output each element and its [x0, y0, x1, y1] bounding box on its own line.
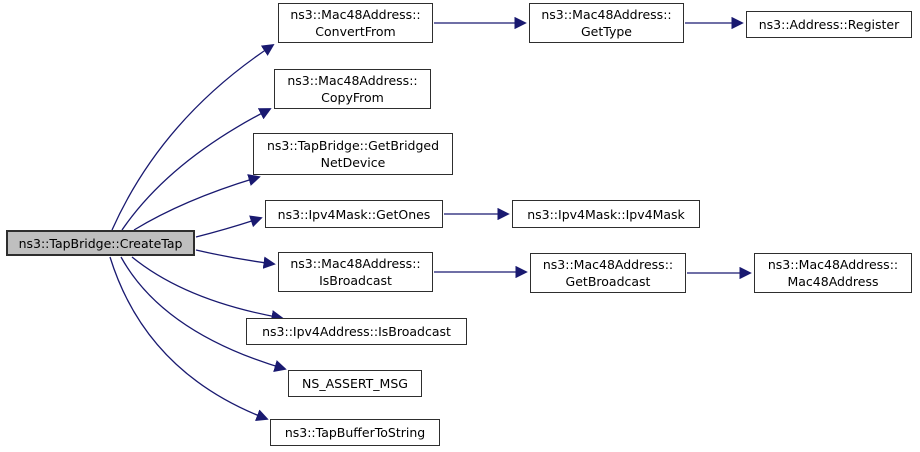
node-copyfrom-label-line1: ns3::Mac48Address:: — [287, 73, 418, 88]
node-getones-label: ns3::Ipv4Mask::GetOnes — [277, 206, 431, 222]
node-register-label: ns3::Address::Register — [758, 17, 900, 32]
node-mac48address-ctor-label-line2: Mac48Address — [787, 274, 879, 289]
node-getbroadcast-label-line2: GetBroadcast — [565, 274, 651, 289]
node-isbroadcast-mac48-label-line2: IsBroadcast — [319, 273, 392, 288]
node-convertfrom[interactable]: ns3::Mac48Address:: ConvertFrom — [278, 3, 433, 43]
node-createtap-label: ns3::TapBridge::CreateTap — [18, 235, 183, 251]
node-isbroadcast-mac48-label-line1: ns3::Mac48Address:: — [290, 256, 421, 271]
node-convertfrom-label-line1: ns3::Mac48Address:: — [290, 7, 421, 22]
node-getbridgednetdevice[interactable]: ns3::TapBridge::GetBridged NetDevice — [253, 133, 453, 175]
node-createtap[interactable]: ns3::TapBridge::CreateTap — [6, 230, 195, 256]
node-ipv4mask[interactable]: ns3::Ipv4Mask::Ipv4Mask — [512, 200, 700, 228]
node-gettype[interactable]: ns3::Mac48Address:: GetType — [529, 3, 684, 43]
edge-createtap-isbroadcastipv4 — [131, 256, 284, 323]
edge-createtap-convertfrom — [111, 43, 275, 231]
edge-createtap-tapbuffertostring — [109, 256, 269, 422]
node-isbroadcast-ipv4[interactable]: ns3::Ipv4Address::IsBroadcast — [246, 318, 467, 345]
node-gettype-label-line2: GetType — [581, 24, 632, 39]
node-isbroadcast-mac48[interactable]: ns3::Mac48Address:: IsBroadcast — [278, 252, 433, 292]
node-ipv4mask-label: ns3::Ipv4Mask::Ipv4Mask — [527, 206, 685, 222]
node-getbroadcast-label-line1: ns3::Mac48Address:: — [542, 257, 674, 272]
edge-createtap-getones — [195, 215, 263, 238]
node-gettype-label-line1: ns3::Mac48Address:: — [541, 7, 672, 22]
node-getones[interactable]: ns3::Ipv4Mask::GetOnes — [265, 200, 443, 228]
node-copyfrom[interactable]: ns3::Mac48Address:: CopyFrom — [274, 69, 431, 109]
node-getbridgednetdevice-label-line2: NetDevice — [320, 155, 386, 170]
node-mac48address-ctor-label-line1: ns3::Mac48Address:: — [767, 257, 899, 272]
edge-createtap-getbridged — [133, 174, 261, 231]
node-isbroadcast-ipv4-label: ns3::Ipv4Address::IsBroadcast — [262, 324, 451, 339]
node-nsassertmsg[interactable]: NS_ASSERT_MSG — [288, 370, 422, 397]
node-nsassertmsg-label: NS_ASSERT_MSG — [302, 376, 408, 391]
node-convertfrom-label-line2: ConvertFrom — [315, 24, 396, 39]
node-copyfrom-label-line2: CopyFrom — [321, 90, 384, 105]
edge-createtap-copyfrom — [121, 108, 272, 231]
node-getbroadcast[interactable]: ns3::Mac48Address:: GetBroadcast — [530, 253, 686, 293]
node-tapbuffertostring[interactable]: ns3::TapBufferToString — [270, 419, 440, 446]
node-mac48address-ctor[interactable]: ns3::Mac48Address:: Mac48Address — [754, 253, 912, 293]
node-tapbuffertostring-label: ns3::TapBufferToString — [284, 425, 426, 440]
edge-createtap-nsassertmsg — [120, 256, 287, 372]
node-register[interactable]: ns3::Address::Register — [746, 11, 912, 38]
edge-createtap-isbroadcastmac — [195, 249, 276, 269]
node-getbridgednetdevice-label-line1: ns3::TapBridge::GetBridged — [266, 138, 440, 153]
